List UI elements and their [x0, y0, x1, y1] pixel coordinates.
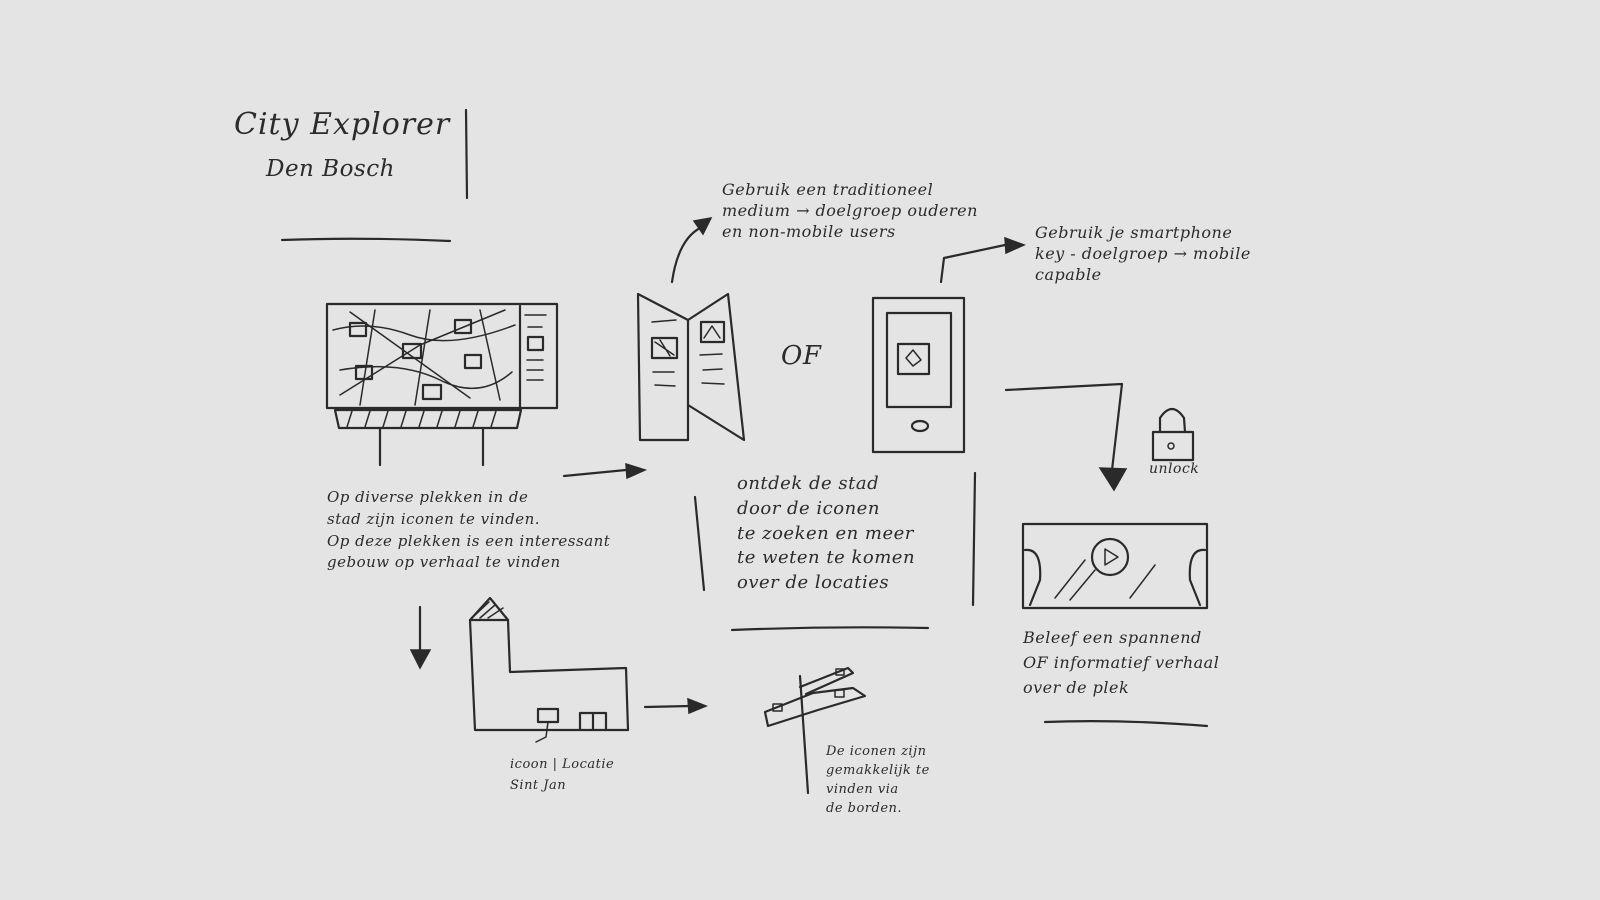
title-divider-vertical [464, 108, 469, 200]
note-signs: De iconen zijn gemakkelijk te vinden via… [826, 744, 930, 816]
discover-underline [730, 626, 930, 632]
church-drawing [468, 596, 630, 743]
arrow-to-video [1004, 382, 1124, 472]
arrow-traditional [670, 226, 702, 284]
note-of: OF [781, 341, 822, 371]
leaflet-drawing [636, 292, 746, 442]
note-traditional-medium: Gebruik een traditioneel medium → doelgr… [722, 180, 978, 241]
title-line-2: Den Bosch [266, 156, 395, 182]
note-smartphone: Gebruik je smartphone key - doelgroep → … [1035, 223, 1251, 284]
note-unlock: unlock [1149, 461, 1200, 477]
discover-bracket-left [693, 495, 706, 592]
note-icon-location: icoon | Locatie Sint Jan [510, 757, 615, 794]
note-experience: Beleef een spannend OF informatief verha… [1023, 628, 1220, 697]
arrow-to-signpost [643, 704, 692, 709]
lock-icon-drawing [1151, 407, 1195, 462]
title-line-1: City Explorer [234, 107, 451, 142]
city-map-board [325, 302, 559, 467]
signpost-drawing [763, 666, 867, 795]
note-icons-in-city: Op diverse plekken in de stad zijn icone… [327, 488, 611, 572]
experience-underline [1043, 720, 1209, 728]
arrow-to-leaflet [562, 468, 628, 478]
discover-bracket-right [971, 471, 977, 607]
note-discover: ontdek de stad door de iconen te zoeken … [737, 473, 916, 594]
title-underline [280, 237, 452, 243]
video-player-drawing [1021, 522, 1209, 610]
arrow-smartphone [939, 243, 1007, 284]
phone-drawing [871, 296, 966, 454]
